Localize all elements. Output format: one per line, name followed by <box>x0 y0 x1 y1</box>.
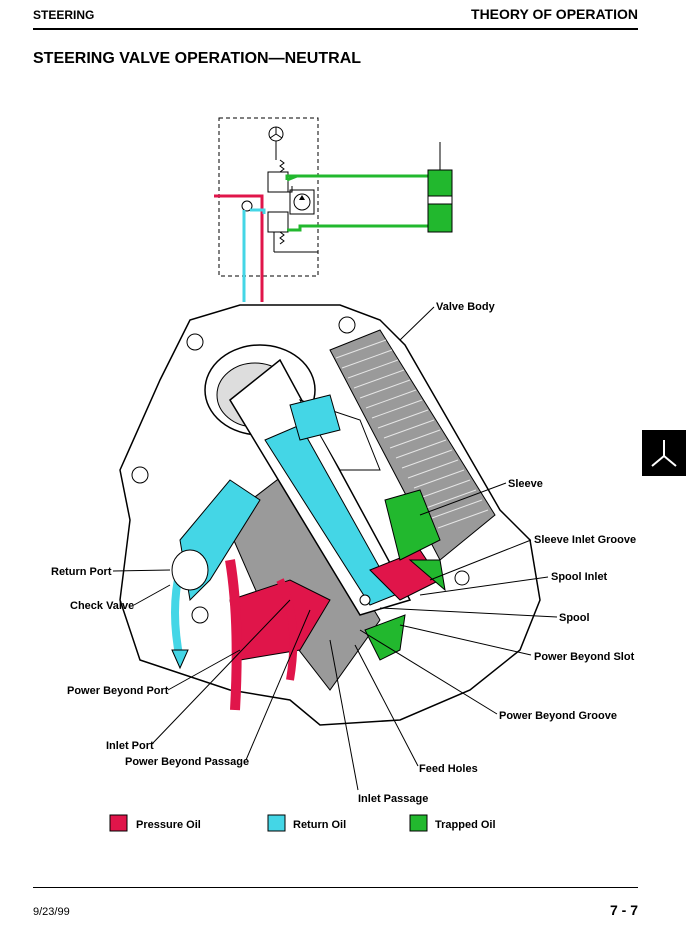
page-title: STEERING VALVE OPERATION—NEUTRAL <box>33 50 362 67</box>
legend-return-oil: Return Oil <box>293 819 346 831</box>
label-inlet-port: Inlet Port <box>106 740 154 752</box>
label-power-beyond-passage: Power Beyond Passage <box>125 756 249 768</box>
label-feed-holes: Feed Holes <box>419 763 478 775</box>
label-sleeve: Sleeve <box>508 478 543 490</box>
pressure-oil-swatch <box>109 814 128 832</box>
trapped-oil-swatch <box>409 814 428 832</box>
label-spool-inlet: Spool Inlet <box>551 571 608 583</box>
chapter-header: THEORY OF OPERATION <box>471 6 638 22</box>
label-return-port: Return Port <box>51 566 112 578</box>
section-header: STEERING <box>33 8 95 22</box>
label-valve-body: Valve Body <box>436 301 496 313</box>
hydraulic-schematic <box>214 117 453 302</box>
label-spool: Spool <box>559 612 590 624</box>
label-inlet-passage: Inlet Passage <box>358 793 428 805</box>
valve-body-cutaway <box>119 304 541 726</box>
section-tab-marker <box>642 430 686 476</box>
label-power-beyond-groove: Power Beyond Groove <box>499 710 617 722</box>
label-sleeve-inlet-groove: Sleeve Inlet Groove <box>534 534 636 546</box>
steering-section-icon <box>651 440 677 467</box>
legend-trapped-oil: Trapped Oil <box>435 819 496 831</box>
label-check-valve: Check Valve <box>70 600 134 612</box>
footer-rule <box>33 887 638 888</box>
page-number: 7 - 7 <box>609 902 638 918</box>
callout-leaders <box>112 306 558 791</box>
oil-legend: Pressure Oil Return Oil Trapped Oil <box>109 814 496 832</box>
label-power-beyond-port: Power Beyond Port <box>67 685 169 697</box>
return-oil-swatch <box>267 814 286 832</box>
label-power-beyond-slot: Power Beyond Slot <box>534 651 635 663</box>
header-rule <box>33 28 638 30</box>
footer-date: 9/23/99 <box>33 906 70 918</box>
legend-pressure-oil: Pressure Oil <box>136 819 201 831</box>
